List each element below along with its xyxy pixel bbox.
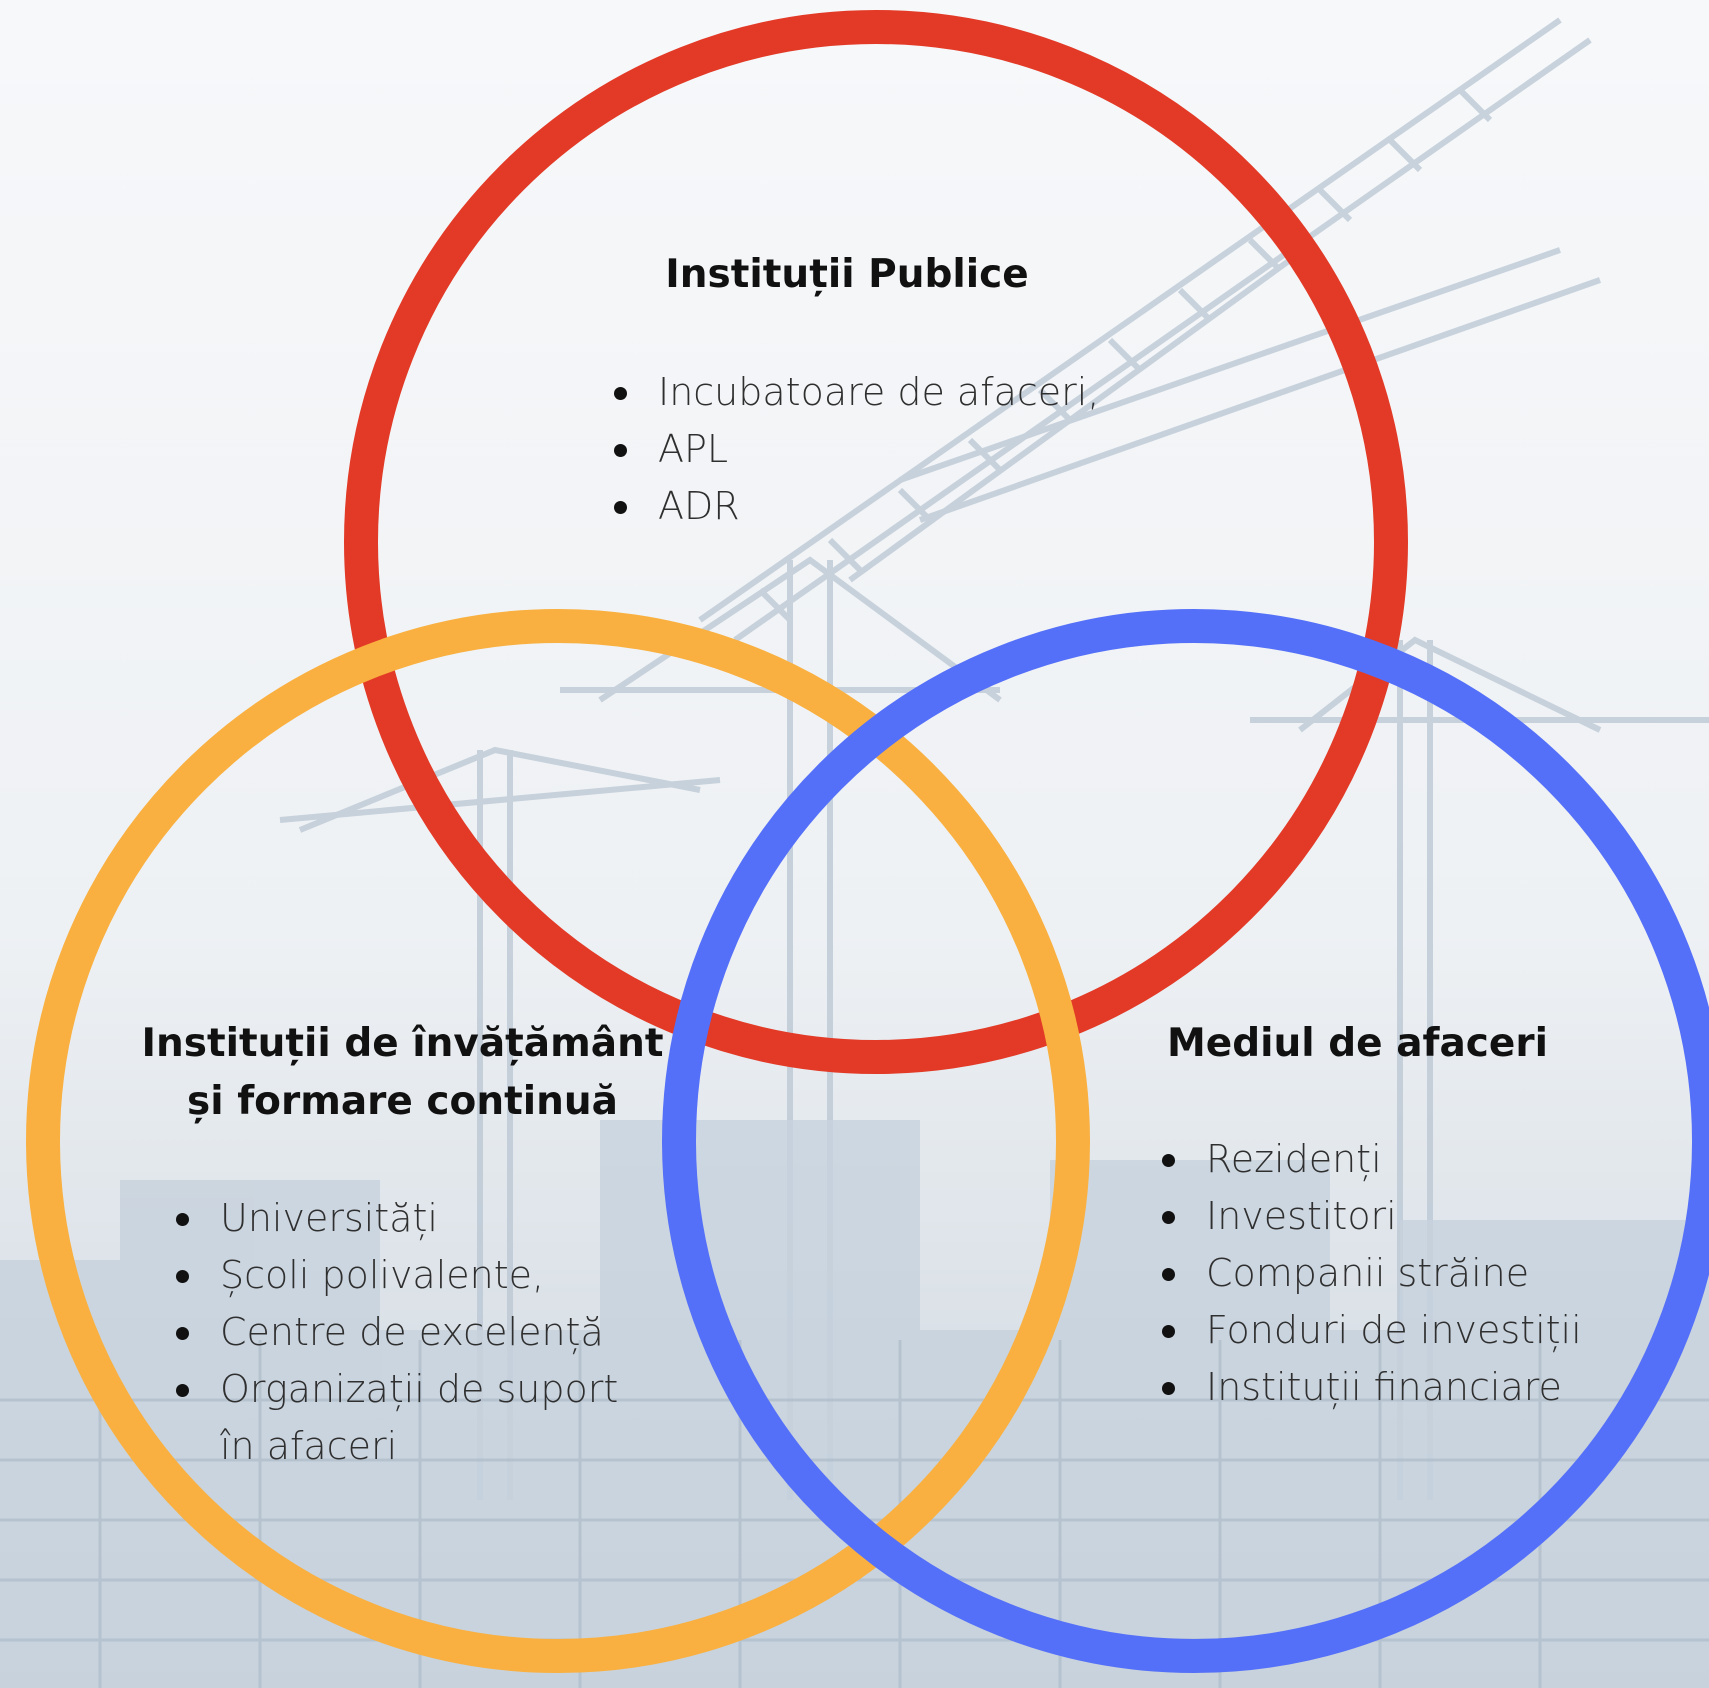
group-title-education-line1: Instituții de învățământ: [141, 1021, 664, 1066]
list-item: Centre de excelență: [172, 1304, 618, 1361]
list-item: Incubatoare de afaceri,: [610, 364, 1099, 421]
ring-education-institutions: [26, 609, 1090, 1673]
list-business-environment: Rezidenți Investitori Companii străine F…: [1158, 1131, 1582, 1416]
group-education-institutions: Instituții de învățământ și formare cont…: [130, 1015, 675, 1131]
list-public-institutions: Incubatoare de afaceri, APL ADR: [610, 364, 1099, 535]
list-item-wrap-text: în afaceri: [220, 1424, 398, 1468]
list-education-institutions: Universități Școli polivalente, Centre d…: [172, 1190, 618, 1475]
list-item: ADR: [610, 478, 1099, 535]
ring-public-institutions: [344, 10, 1408, 1074]
list-item-continuation: în afaceri: [172, 1418, 618, 1475]
list-item: Organizații de suport: [172, 1361, 618, 1418]
list-item: Companii străine: [1158, 1245, 1582, 1302]
list-item: Instituții financiare: [1158, 1359, 1582, 1416]
group-public-institutions: Instituții Publice: [0, 246, 1709, 304]
group-title-education-line2: și formare continuă: [187, 1079, 618, 1124]
ring-business-environment: [662, 609, 1709, 1673]
list-item: APL: [610, 421, 1099, 478]
list-item: Rezidenți: [1158, 1131, 1582, 1188]
list-item: Universități: [172, 1190, 618, 1247]
group-title-public: Instituții Publice: [665, 252, 1029, 297]
group-business-environment: Mediul de afaceri: [1120, 1015, 1595, 1073]
list-item: Investitori: [1158, 1188, 1582, 1245]
group-title-business: Mediul de afaceri: [1167, 1021, 1548, 1066]
list-item: Fonduri de investiții: [1158, 1302, 1582, 1359]
list-item: Școli polivalente,: [172, 1247, 618, 1304]
